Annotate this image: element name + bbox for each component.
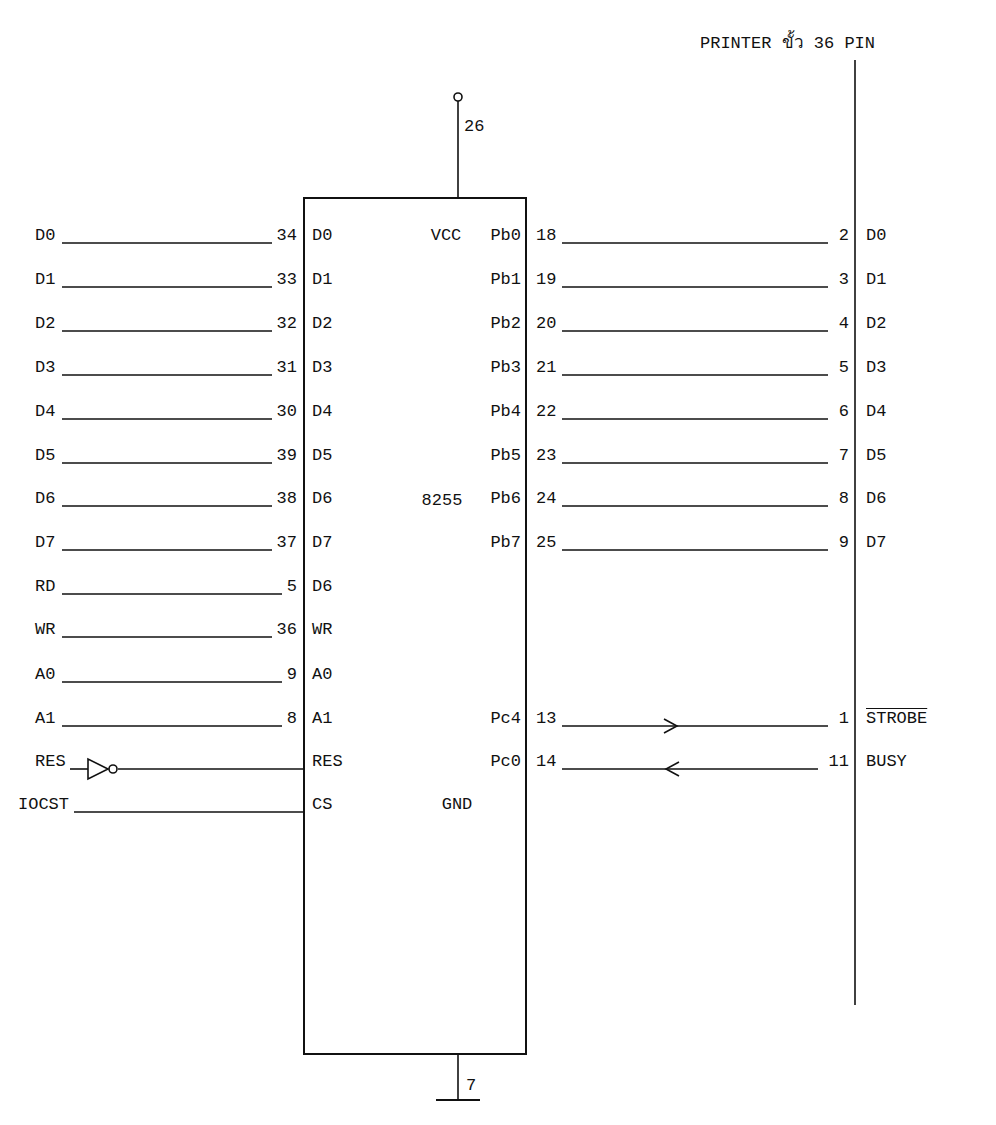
pin-name: WR — [312, 620, 332, 640]
signal-name: WR — [35, 620, 55, 640]
pin-name: VCC — [431, 226, 462, 246]
pin-number: 36 — [277, 620, 297, 640]
signal-name: D5 — [35, 446, 55, 466]
pin-name: D1 — [312, 270, 332, 290]
pin-name: Pc0 — [490, 752, 521, 772]
signal-name: RD — [35, 577, 55, 597]
left-bus-wires — [62, 243, 303, 812]
pin-name: A1 — [312, 709, 332, 729]
pin-name: Pb7 — [490, 533, 521, 553]
pin-number: 9 — [839, 533, 849, 553]
signal-name: D7 — [866, 533, 886, 553]
pin-number: 38 — [277, 489, 297, 509]
printer-connector — [854, 60, 856, 1005]
signal-name: A1 — [35, 709, 55, 729]
inverter-symbol — [88, 759, 108, 779]
pin-name: Pb0 — [490, 226, 521, 246]
vcc-wire — [457, 101, 459, 197]
signal-arrow — [666, 762, 679, 776]
pin-number: 22 — [536, 402, 556, 422]
pin-number: 21 — [536, 358, 556, 378]
signal-name: D7 — [35, 533, 55, 553]
pin-name: GND — [442, 795, 473, 815]
pin-name: D5 — [312, 446, 332, 466]
pin-number: 24 — [536, 489, 556, 509]
pin-number: 7 — [466, 1076, 476, 1096]
pin-number: 6 — [839, 402, 849, 422]
pin-number: 4 — [839, 314, 849, 334]
pin-number: 23 — [536, 446, 556, 466]
pin-name: D3 — [312, 358, 332, 378]
signal-name: D1 — [866, 270, 886, 290]
pin-name: Pc4 — [490, 709, 521, 729]
signal-name: IOCST — [18, 795, 69, 815]
signal-name: D0 — [866, 226, 886, 246]
pin-name: RES — [312, 752, 343, 772]
pin-number: 5 — [839, 358, 849, 378]
signal-name: D4 — [35, 402, 55, 422]
pin-number: 3 — [839, 270, 849, 290]
pin-number: 8 — [839, 489, 849, 509]
pin-name: D6 — [312, 489, 332, 509]
pin-name: Pb6 — [490, 489, 521, 509]
pin-number: 32 — [277, 314, 297, 334]
pin-number: 11 — [829, 752, 849, 772]
signal-name: D3 — [35, 358, 55, 378]
pin-number: 26 — [464, 117, 484, 137]
pin-name: Pb1 — [490, 270, 521, 290]
pin-name: Pb2 — [490, 314, 521, 334]
pin-number: 7 — [839, 446, 849, 466]
pin-name: D2 — [312, 314, 332, 334]
pin-number: 31 — [277, 358, 297, 378]
gnd-wire — [457, 1055, 459, 1100]
pin-name: Pb4 — [490, 402, 521, 422]
signal-name: D6 — [866, 489, 886, 509]
pin-number: 14 — [536, 752, 556, 772]
pin-number: 8 — [287, 709, 297, 729]
connector-title: PRINTER ขั้ว 36 PIN — [700, 34, 875, 54]
ground-symbol — [436, 1099, 480, 1101]
pin-number: 33 — [277, 270, 297, 290]
pin-number: 13 — [536, 709, 556, 729]
signal-name: STROBE — [866, 709, 927, 729]
pin-number: 18 — [536, 226, 556, 246]
signal-name: D2 — [35, 314, 55, 334]
pin-name: D4 — [312, 402, 332, 422]
signal-name: D3 — [866, 358, 886, 378]
inverter-bubble — [109, 765, 117, 773]
pin-number: 20 — [536, 314, 556, 334]
pin-number: 34 — [277, 226, 297, 246]
chip-name: 8255 — [422, 491, 463, 511]
pin-number: 2 — [839, 226, 849, 246]
signal-name: D5 — [866, 446, 886, 466]
signal-name: D2 — [866, 314, 886, 334]
signal-name: D1 — [35, 270, 55, 290]
pin-number: 1 — [839, 709, 849, 729]
signal-name: BUSY — [866, 752, 907, 772]
pin-name: CS — [312, 795, 332, 815]
pin-name: D6 — [312, 577, 332, 597]
signal-name: D4 — [866, 402, 886, 422]
pin-name: Pb3 — [490, 358, 521, 378]
signal-name: A0 — [35, 665, 55, 685]
pin-number: 5 — [287, 577, 297, 597]
pin-name: D7 — [312, 533, 332, 553]
pin-name: A0 — [312, 665, 332, 685]
pin-number: 30 — [277, 402, 297, 422]
signal-name: RES — [35, 752, 66, 772]
vcc-terminal — [454, 93, 462, 101]
pin-number: 9 — [287, 665, 297, 685]
pin-name: Pb5 — [490, 446, 521, 466]
right-port-wires — [562, 243, 828, 769]
pin-number: 25 — [536, 533, 556, 553]
pin-number: 39 — [277, 446, 297, 466]
signal-arrow — [664, 719, 677, 733]
signal-name: D6 — [35, 489, 55, 509]
pin-name: D0 — [312, 226, 332, 246]
pin-number: 37 — [277, 533, 297, 553]
signal-name: D0 — [35, 226, 55, 246]
pin-number: 19 — [536, 270, 556, 290]
